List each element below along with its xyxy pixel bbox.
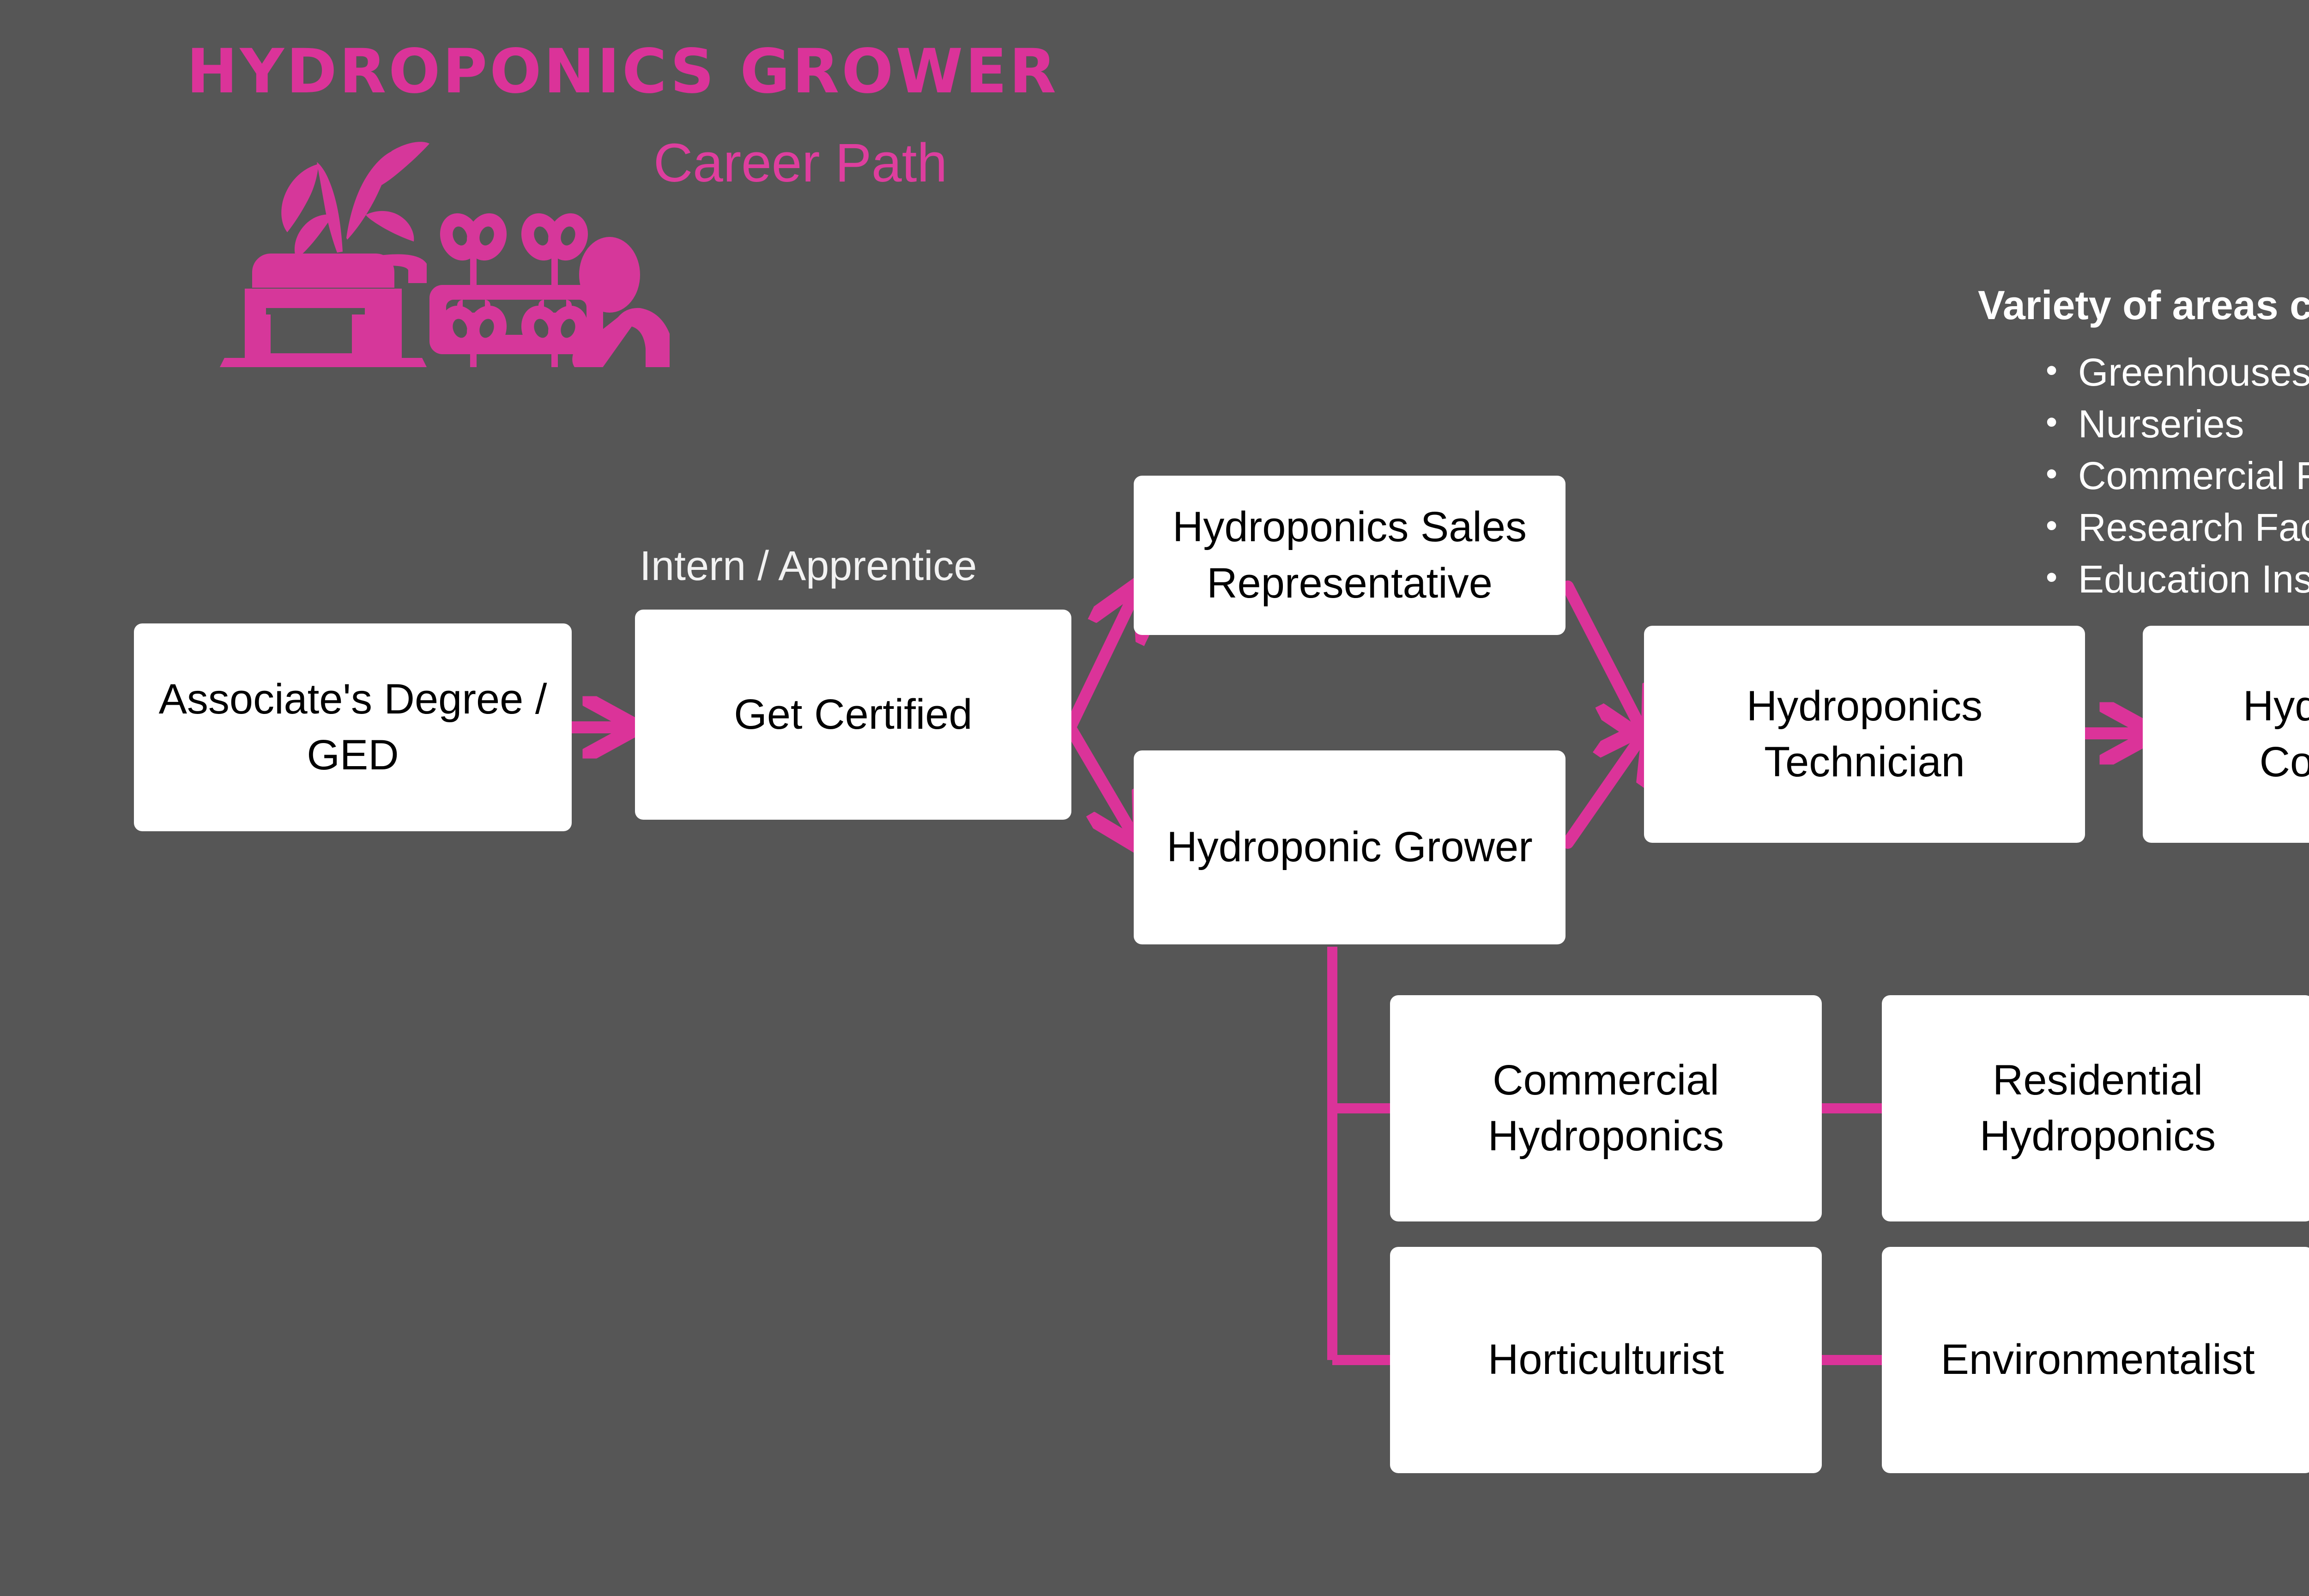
node-commercial-hydroponics[interactable]: Commercial Hydroponics: [1390, 995, 1822, 1221]
areas-panel-list: Greenhouses Nurseries Commercial Farms R…: [2046, 345, 2309, 605]
list-item: Research Facilities: [2046, 500, 2309, 553]
node-get-certified[interactable]: Get Certified: [635, 610, 1071, 820]
hydroponics-grower-illustration-icon: [220, 142, 670, 367]
page-subtitle: Career Path: [653, 133, 948, 193]
arrow-certified-to-sales-rep: [1065, 596, 1134, 731]
node-horticulturist[interactable]: Horticulturist: [1390, 1247, 1822, 1473]
node-technician[interactable]: Hydroponics Technician: [1644, 626, 2085, 843]
node-residential-hydroponics[interactable]: Residential Hydroponics: [1882, 995, 2309, 1221]
list-item: Nurseries: [2046, 396, 2309, 450]
node-sales-representative[interactable]: Hydroponics Sales Representative: [1134, 476, 1566, 635]
arrow-sales-rep-to-technician: [1562, 580, 1642, 730]
edge-label-intern-apprentice: Intern / Apprentice: [640, 543, 977, 589]
arrow-grower-to-technician: [1562, 737, 1642, 849]
node-consultant[interactable]: Hydroponics Consultant: [2143, 626, 2309, 843]
page-title: HYDROPONICS GROWER: [187, 36, 1058, 107]
node-associate-degree[interactable]: Associate's Degree / GED: [134, 623, 572, 831]
node-environmentalist[interactable]: Environmentalist: [1882, 1247, 2309, 1473]
arrow-certified-to-grower: [1065, 724, 1134, 836]
list-item: Commercial Farms: [2046, 448, 2309, 502]
list-item: Greenhouses: [2046, 345, 2309, 398]
node-hydroponic-grower[interactable]: Hydroponic Grower: [1134, 750, 1566, 944]
list-item: Education Institution: [2046, 551, 2309, 605]
areas-panel-heading: Variety of areas can work at:: [1978, 282, 2309, 328]
